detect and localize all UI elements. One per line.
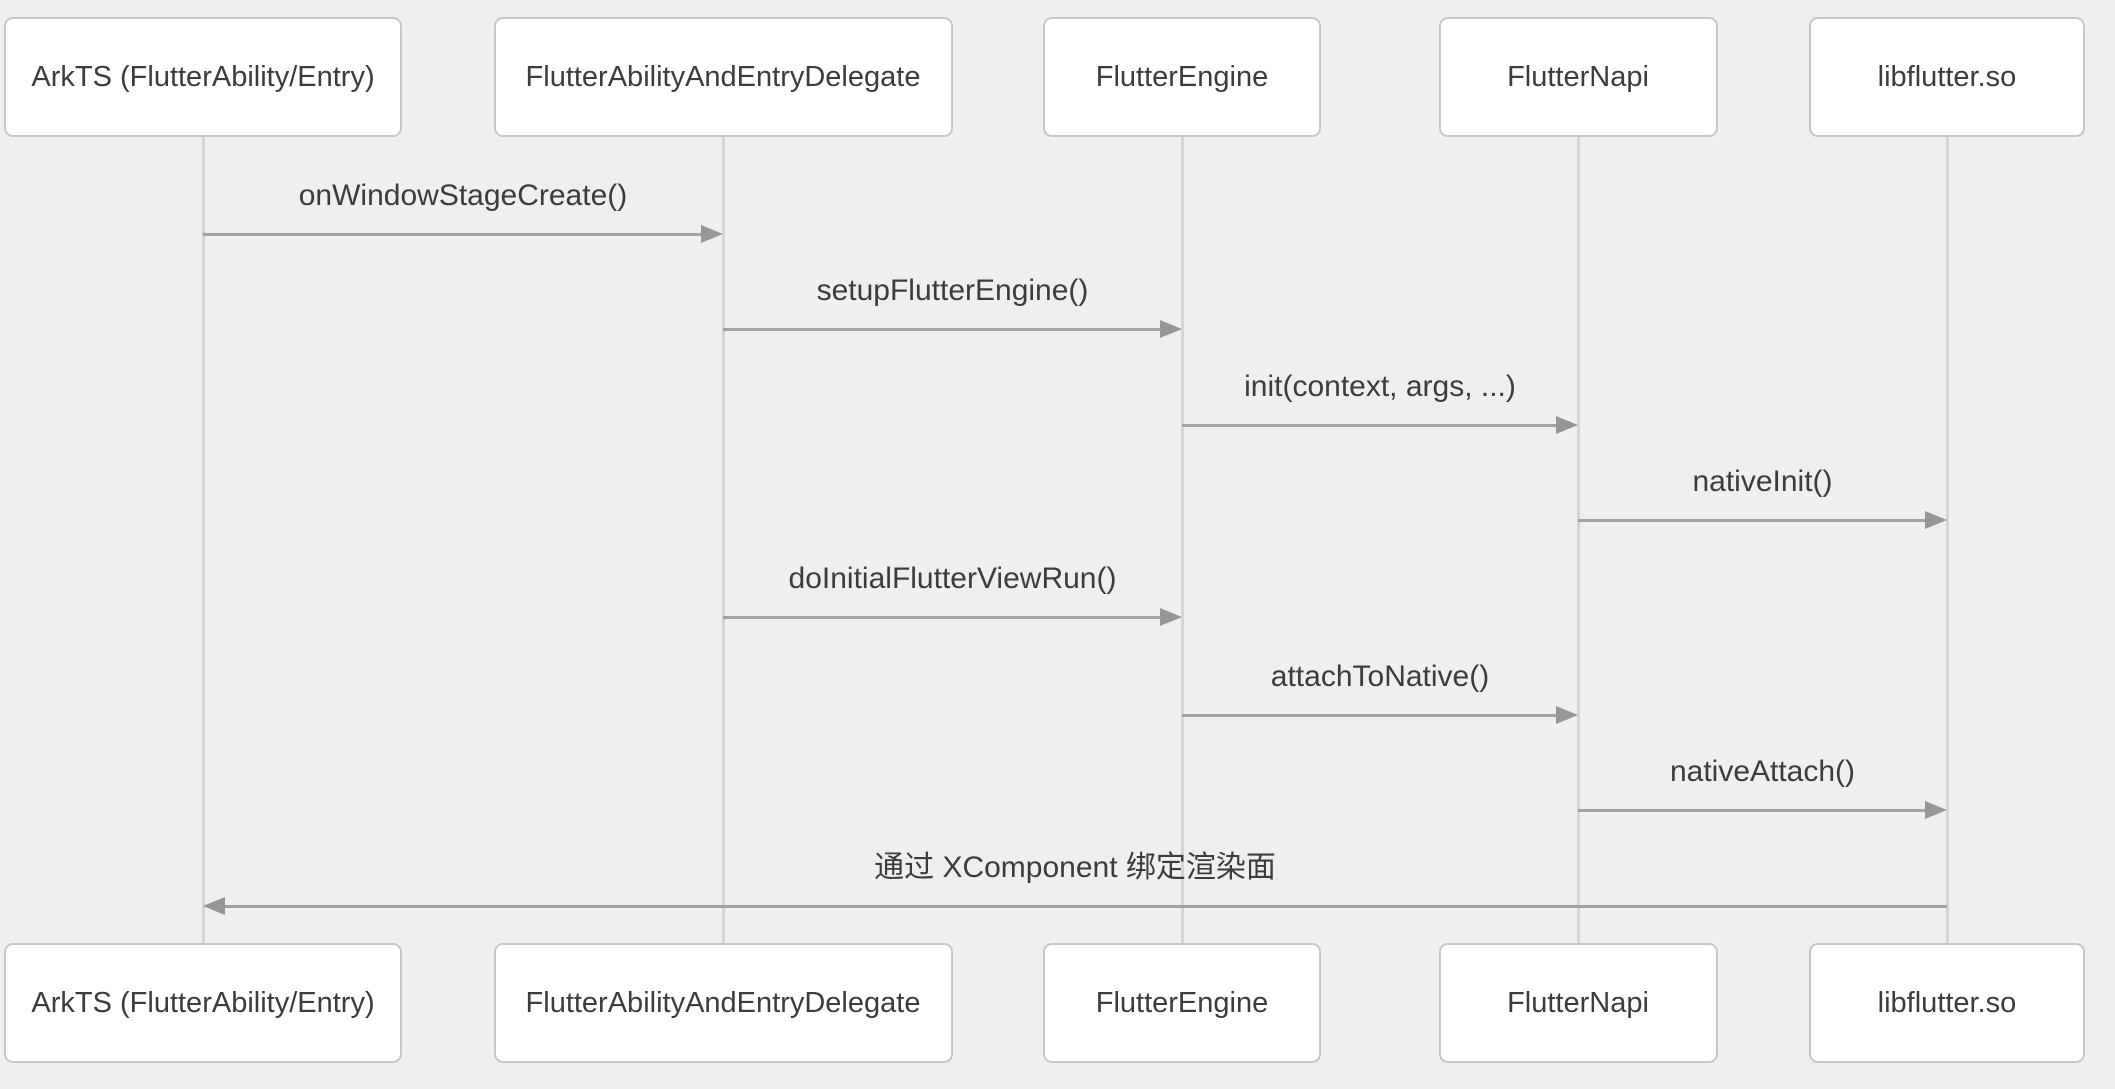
message-label-1: setupFlutterEngine() <box>816 274 1089 307</box>
message-arrowhead-1 <box>1160 320 1182 338</box>
participant-box-bottom-delegate: FlutterAbilityAndEntryDelegate <box>493 943 953 1063</box>
lifeline-libflutter <box>1945 137 1949 945</box>
participant-label-bottom-napi: FlutterNapi <box>1507 986 1649 1019</box>
message-label-5: attachToNative() <box>1270 660 1490 693</box>
message-label-7: 通过 XComponent 绑定渲染面 <box>874 851 1276 884</box>
participant-label-top-libflutter: libflutter.so <box>1877 60 2017 93</box>
message-label-6: nativeAttach() <box>1669 755 1856 788</box>
message-arrowhead-0 <box>701 225 723 243</box>
participant-label-bottom-libflutter: libflutter.so <box>1877 986 2017 1019</box>
participant-label-top-engine: FlutterEngine <box>1095 60 1269 93</box>
lifeline-engine <box>1180 137 1184 945</box>
message-label-0: onWindowStageCreate() <box>298 179 628 212</box>
participant-label-top-arkts: ArkTS (FlutterAbility/Entry) <box>31 60 375 93</box>
participant-box-top-engine: FlutterEngine <box>1043 17 1321 137</box>
message-arrowhead-5 <box>1556 706 1578 724</box>
participant-box-bottom-libflutter: libflutter.so <box>1809 943 2085 1063</box>
lifeline-delegate <box>721 137 725 945</box>
message-arrowhead-7 <box>203 897 225 915</box>
participant-box-top-arkts: ArkTS (FlutterAbility/Entry) <box>4 17 402 137</box>
message-line-4 <box>723 615 1162 619</box>
message-arrowhead-2 <box>1556 416 1578 434</box>
message-line-6 <box>1578 808 1927 812</box>
message-line-7 <box>223 904 1947 908</box>
participant-label-bottom-arkts: ArkTS (FlutterAbility/Entry) <box>31 986 375 1019</box>
lifeline-napi <box>1576 137 1580 945</box>
participant-box-bottom-engine: FlutterEngine <box>1043 943 1321 1063</box>
participant-box-top-napi: FlutterNapi <box>1438 17 1718 137</box>
message-label-2: init(context, args, ...) <box>1244 370 1516 403</box>
participant-box-top-libflutter: libflutter.so <box>1809 17 2085 137</box>
message-line-3 <box>1578 518 1927 522</box>
participant-label-bottom-delegate: FlutterAbilityAndEntryDelegate <box>525 986 921 1019</box>
message-line-1 <box>723 327 1162 331</box>
participant-box-top-delegate: FlutterAbilityAndEntryDelegate <box>493 17 953 137</box>
message-line-0 <box>203 232 703 236</box>
message-arrowhead-3 <box>1925 511 1947 529</box>
participant-label-bottom-engine: FlutterEngine <box>1095 986 1269 1019</box>
participant-label-top-delegate: FlutterAbilityAndEntryDelegate <box>525 60 921 93</box>
message-label-3: nativeInit() <box>1692 465 1833 498</box>
participant-box-bottom-napi: FlutterNapi <box>1438 943 1718 1063</box>
lifeline-arkts <box>201 137 205 945</box>
message-arrowhead-6 <box>1925 801 1947 819</box>
message-arrowhead-4 <box>1160 608 1182 626</box>
message-line-5 <box>1182 713 1558 717</box>
message-line-2 <box>1182 423 1558 427</box>
participant-box-bottom-arkts: ArkTS (FlutterAbility/Entry) <box>4 943 402 1063</box>
message-label-4: doInitialFlutterViewRun() <box>788 562 1117 595</box>
participant-label-top-napi: FlutterNapi <box>1507 60 1649 93</box>
